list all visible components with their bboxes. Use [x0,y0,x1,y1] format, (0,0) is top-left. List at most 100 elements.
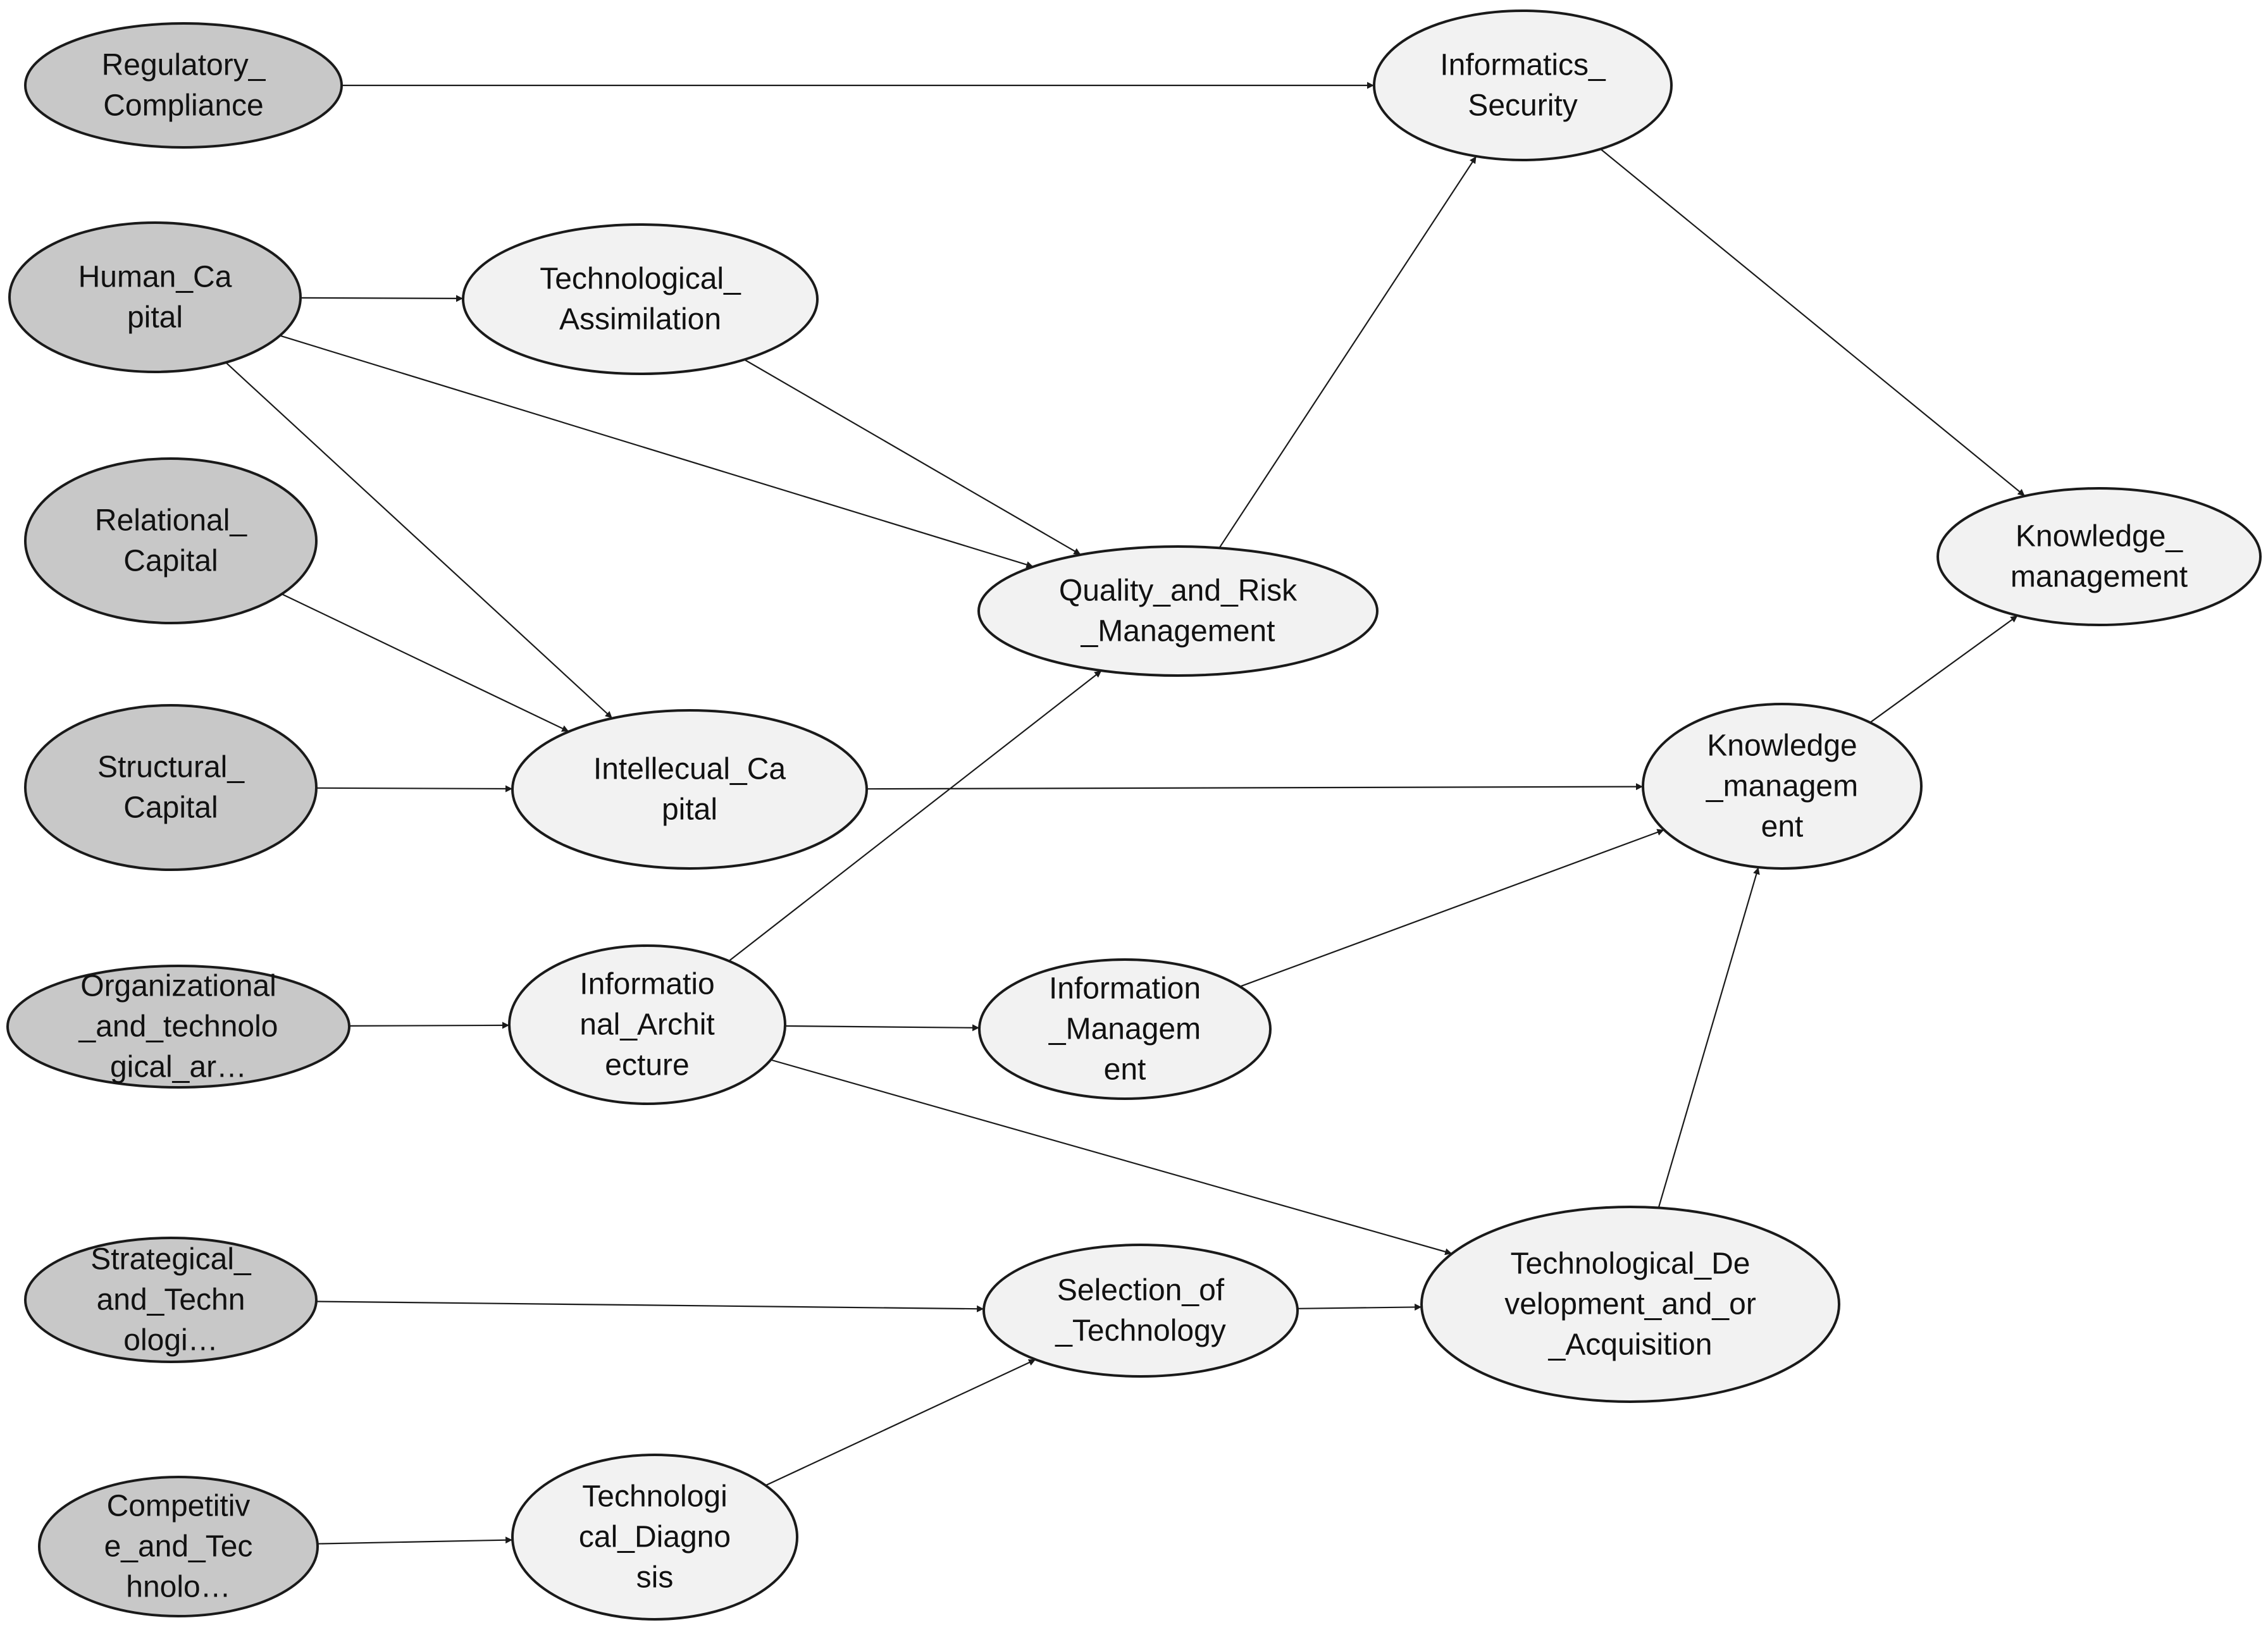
node-label-line: Capital [123,791,218,825]
node-label-line: Selection_of [1057,1274,1225,1307]
edge-strategical_tech-to-selection_tech [316,1301,984,1313]
node-label-line: Structural_ [97,751,245,784]
node-label-line: ologi… [123,1324,218,1357]
node-informatics_security: Informatics_ Security [1373,9,1673,161]
node-ellipse [511,1454,798,1621]
edge-human_capital-to-intellectual_capital [225,362,613,719]
node-label-line: Security [1468,89,1577,123]
edge-human_capital-to-tech_assimilation [300,295,464,302]
edge-human_capital-to-quality_risk [280,335,1034,568]
edge-tech_assimilation-to-quality_risk [744,359,1081,555]
node-label-line: _Technology [1055,1314,1226,1348]
node-intellectual_capital: Intellecual_Capital [511,709,868,870]
node-label-line: _Acquisition [1548,1328,1713,1362]
edge-org_tech_arch-to-informational_arch [349,1022,510,1029]
node-ellipse [1373,9,1673,161]
node-label-line: Technological_De [1511,1247,1751,1281]
node-strategical_tech: Strategical_ and_Techn ologi… [24,1237,318,1363]
node-ellipse [978,958,1272,1100]
node-label-line: Technological_ [540,263,741,296]
node-ellipse [508,944,786,1105]
node-label-line: and_Techn [97,1283,245,1317]
node-label-line: Informatio [579,968,714,1001]
node-relational_capital: Relational_ Capital [24,457,318,624]
node-label-line: Human_Ca [78,261,232,294]
node-label-line: pital [662,793,717,827]
node-label-line: hnolo… [126,1571,230,1604]
edge-selection_tech-to-tech_dev_acq [1297,1303,1422,1311]
node-ellipse [1642,703,1923,870]
edges-layer [225,82,2026,1545]
node-ellipse [982,1244,1299,1378]
node-label-line: Relational_ [95,504,247,538]
edge-informational_arch-to-quality_risk [728,670,1102,962]
node-label-line: _managem [1706,770,1858,803]
node-ellipse [977,545,1379,677]
edge-informational_arch-to-tech_dev_acq [770,1059,1453,1256]
edge-information_mgmt-to-knowledge_mgmt_mid [1239,829,1664,987]
node-label-line: Informatics_ [1440,49,1606,82]
node-label-line: velopment_and_or [1504,1288,1756,1321]
edge-tech_dev_acq-to-knowledge_mgmt_mid [1658,867,1760,1208]
node-ellipse [24,22,343,149]
node-label-line: Strategical_ [90,1243,252,1276]
node-label-line: Regulatory_ [102,49,266,82]
edge-tech_diagnosis-to-selection_tech [765,1359,1036,1486]
node-competitive_tech: Competitiv e_and_Tec hnolo… [38,1476,319,1617]
node-label-line: cal_Diagno [579,1521,731,1554]
node-tech_assimilation: Technological_ Assimilation [462,223,819,375]
node-label-line: nal_Archit [579,1008,714,1042]
node-label-line: Capital [123,545,218,578]
node-label-line: Compliance [103,89,263,123]
edge-relational_capital-to-intellectual_capital [281,593,569,732]
edge-intellectual_capital-to-knowledge_mgmt_mid [866,783,1644,791]
node-label-line: _and_technolo [78,1010,278,1044]
node-ellipse [24,704,318,871]
node-label-line: ent [1761,810,1804,844]
edge-quality_risk-to-informatics_security [1218,156,1477,548]
node-label-line: Knowledge [1707,729,1857,763]
node-label-line: _Management [1081,615,1275,648]
node-label-line: Organizational [80,970,276,1003]
edge-knowledge_mgmt_mid-to-knowledge_mgmt_top [1869,615,2018,724]
node-regulatory_compliance: Regulatory_ Compliance [24,22,343,149]
node-label-line: _Managem [1048,1013,1201,1046]
node-knowledge_mgmt_top: Knowledge_ management [1936,487,2262,626]
node-label-line: Technologi [582,1480,728,1514]
node-label-line: ecture [605,1049,689,1082]
node-ellipse [24,457,318,624]
node-ellipse [6,965,350,1089]
edge-informatics_security-to-knowledge_mgmt_top [1600,148,2026,497]
edge-structural_capital-to-intellectual_capital [316,785,513,793]
edge-competitive_tech-to-tech_diagnosis [317,1536,513,1545]
node-label-line: management [2011,560,2188,594]
node-tech_dev_acq: Technological_De velopment_and_or _Acquisi… [1420,1206,1840,1403]
node-ellipse [8,221,302,373]
nodes-layer: Regulatory_ComplianceHuman_CapitalRelati… [6,9,2262,1621]
node-knowledge_mgmt_mid: Knowledge _management [1642,703,1923,870]
node-ellipse [24,1237,318,1363]
node-label-line: Knowledge_ [2016,520,2184,553]
edge-informational_arch-to-information_mgmt [784,1024,980,1032]
node-label-line: pital [127,301,183,335]
node-label-line: sis [636,1561,674,1595]
node-label-line: e_and_Tec [104,1530,253,1564]
node-label-line: gical_ar… [110,1051,247,1084]
node-label-line: Assimilation [559,303,721,337]
node-label-line: Quality_and_Risk [1059,574,1298,608]
node-ellipse [462,223,819,375]
node-label-line: Information [1049,972,1201,1006]
node-ellipse [511,709,868,870]
node-structural_capital: Structural_ Capital [24,704,318,871]
node-human_capital: Human_Capital [8,221,302,373]
node-ellipse [38,1476,319,1617]
node-information_mgmt: Information _Management [978,958,1272,1100]
node-selection_tech: Selection_of _Technology [982,1244,1299,1378]
node-ellipse [1936,487,2262,626]
node-label-line: Intellecual_Ca [593,753,786,786]
node-label-line: Competitiv [107,1490,251,1523]
node-label-line: ent [1104,1053,1146,1087]
